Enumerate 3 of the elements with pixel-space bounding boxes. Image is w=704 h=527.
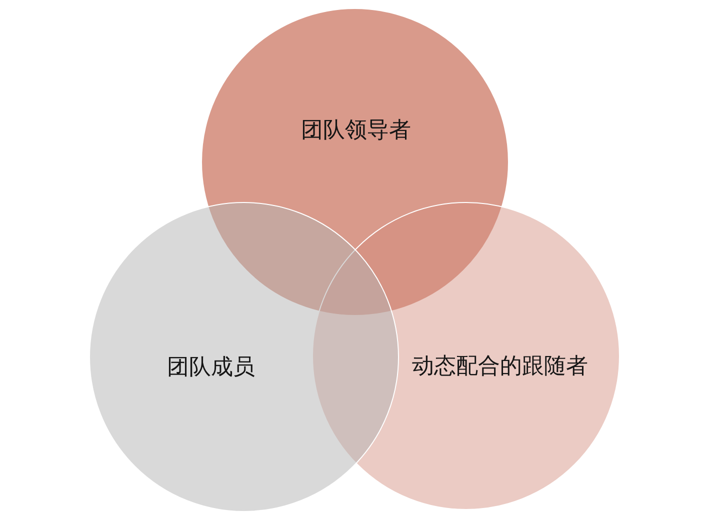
circle-label: 动态配合的跟随者 — [412, 354, 588, 380]
circle-label: 团队成员 — [167, 354, 255, 382]
circle-label: 团队领导者 — [301, 118, 411, 144]
